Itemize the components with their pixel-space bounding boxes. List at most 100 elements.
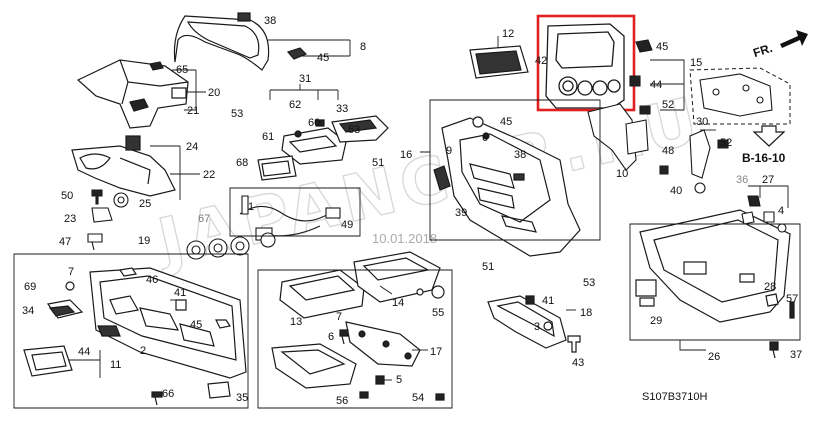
callout-41-b: 41 (542, 295, 554, 307)
callout-25: 25 (139, 198, 151, 210)
callout-54: 54 (412, 392, 424, 404)
audio-heater-panel (545, 23, 625, 109)
callout-3: 3 (534, 321, 540, 333)
callout-63: 63 (348, 124, 360, 136)
callout-28: 28 (764, 281, 776, 293)
reference-arrow (752, 125, 786, 147)
glove-box-parts-27 (741, 195, 787, 233)
reference-label: B-16-10 (742, 151, 786, 165)
callout-68: 68 (236, 157, 248, 169)
callout-52-b: 52 (720, 137, 732, 149)
lower-bracket-18 (487, 295, 581, 353)
callout-18: 18 (580, 307, 592, 319)
accessory-socket-harness (186, 195, 341, 260)
callout-41-a: 41 (174, 287, 186, 299)
callout-50: 50 (61, 190, 73, 202)
callout-45-c: 45 (656, 41, 668, 53)
stay-bracket (699, 73, 773, 117)
callout-35: 35 (236, 392, 248, 404)
front-direction-indicator: FR. (751, 30, 808, 60)
callout-40: 40 (670, 185, 682, 197)
reference-dashed-box (689, 67, 791, 125)
callout-37: 37 (790, 349, 802, 361)
callout-33: 33 (336, 103, 348, 115)
callout-51-b: 51 (482, 261, 494, 273)
callout-65: 65 (176, 64, 188, 76)
callout-4: 4 (778, 205, 784, 217)
glove-box (635, 209, 795, 359)
diagram-code: S107B3710H (642, 391, 707, 403)
callout-6: 6 (328, 331, 334, 343)
callout-53-a: 53 (231, 108, 243, 120)
callout-52-a: 52 (662, 99, 674, 111)
leader-lines (13, 36, 801, 409)
callout-19: 19 (138, 235, 150, 247)
callout-26: 26 (708, 351, 720, 363)
callout-7-b: 7 (336, 311, 342, 323)
callout-56: 56 (336, 395, 348, 407)
callout-45-a: 45 (317, 52, 329, 64)
watermark-date: 10.01.2018 (372, 231, 437, 246)
callout-60: 60 (308, 117, 320, 129)
callout-38-b: 38 (514, 149, 526, 161)
callout-51-a: 51 (372, 157, 384, 169)
callout-21: 21 (187, 105, 199, 117)
callout-5: 5 (396, 374, 402, 386)
small-fasteners-left (87, 189, 129, 251)
callout-69: 69 (24, 281, 36, 293)
callout-27: 27 (762, 174, 774, 186)
callout-7-a: 7 (68, 266, 74, 278)
callout-23: 23 (64, 213, 76, 225)
callout-48: 48 (662, 145, 674, 157)
callout-45-d: 45 (500, 116, 512, 128)
center-tray-parts (271, 251, 445, 401)
callout-44-b: 44 (650, 79, 662, 91)
callout-16: 16 (400, 149, 412, 161)
callout-45-b: 45 (190, 319, 202, 331)
callout-34: 34 (22, 305, 34, 317)
center-panel-housing (433, 45, 581, 257)
callout-15: 15 (690, 57, 702, 69)
callout-53-b: 53 (583, 277, 595, 289)
front-arrow-icon (780, 30, 808, 48)
callout-38: 38 (264, 15, 276, 27)
callout-57: 57 (786, 293, 798, 305)
callout-6-b: 6 (482, 132, 488, 144)
column-lower-cover (71, 135, 176, 197)
callout-10: 10 (616, 168, 628, 180)
callout-20: 20 (208, 87, 220, 99)
callout-44-a: 44 (78, 346, 90, 358)
callout-1: 1 (248, 201, 254, 213)
callout-14: 14 (392, 297, 404, 309)
callout-39: 39 (455, 207, 467, 219)
callout-17: 17 (430, 346, 442, 358)
callout-49: 49 (341, 219, 353, 231)
callout-31: 31 (299, 73, 311, 85)
callouts: 38 45 8 65 20 21 53 31 62 60 33 61 63 51… (22, 15, 802, 407)
callout-55: 55 (432, 307, 444, 319)
front-label: FR. (751, 41, 774, 60)
callout-22: 22 (203, 169, 215, 181)
callout-36: 36 (736, 174, 748, 186)
callout-12: 12 (502, 28, 514, 40)
callout-47: 47 (59, 236, 71, 248)
callout-46: 46 (146, 274, 158, 286)
callout-43: 43 (572, 357, 584, 369)
callout-11: 11 (110, 359, 121, 371)
callout-8: 8 (360, 41, 366, 53)
callout-61: 61 (262, 131, 274, 143)
center-pocket (257, 115, 389, 181)
callout-30: 30 (696, 116, 708, 128)
callout-9: 9 (446, 145, 452, 157)
callout-2: 2 (140, 345, 146, 357)
callout-24: 24 (186, 141, 198, 153)
callout-67: 67 (198, 213, 210, 225)
callout-13: 13 (290, 316, 302, 328)
meter-visor (173, 12, 308, 71)
column-cover (76, 59, 189, 129)
highlight-box (536, 14, 636, 112)
callout-62: 62 (289, 99, 301, 111)
callout-29: 29 (650, 315, 662, 327)
